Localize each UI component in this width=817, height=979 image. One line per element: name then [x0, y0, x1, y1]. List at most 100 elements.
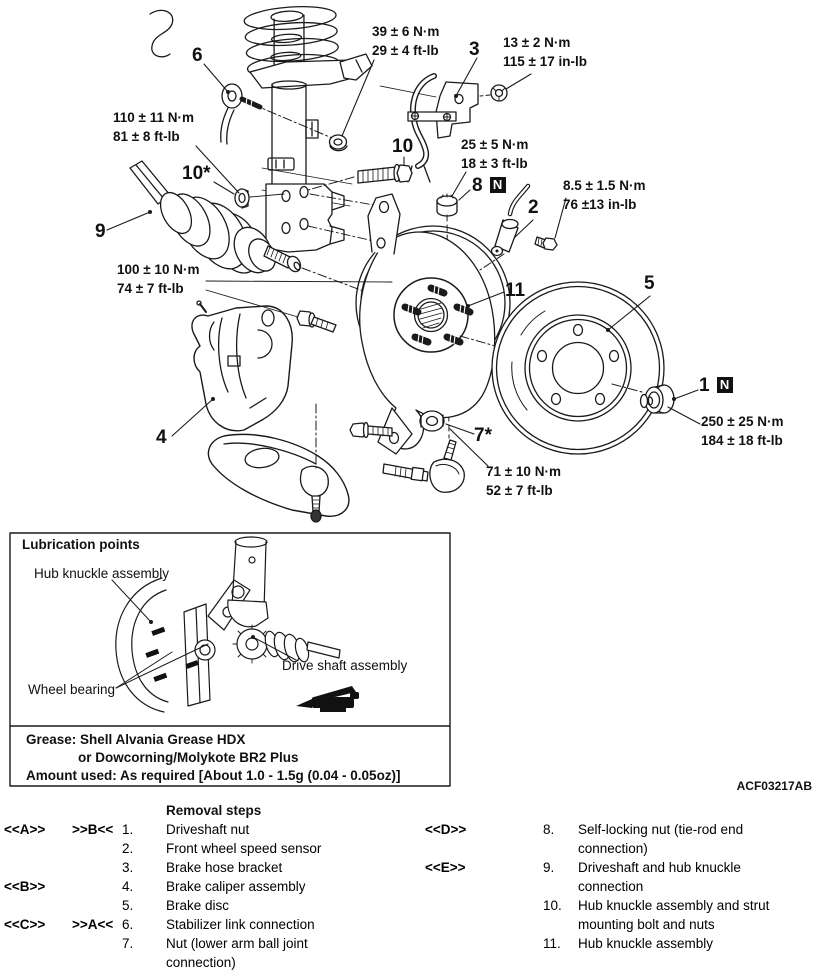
removal-step-row: 10. Hub knuckle assembly and strut [425, 898, 813, 917]
caliper-bolt [205, 280, 393, 333]
wheel-bearing-label: Wheel bearing [28, 682, 116, 697]
step-number: 2. [122, 841, 134, 856]
removal-step-row: 3. Brake hose bracket [4, 860, 404, 879]
callout-10: 10 [392, 136, 414, 157]
callout-10s: 10* [182, 163, 211, 184]
step-number: 6. [122, 917, 134, 932]
removal-step-row: 7. Nut (lower arm ball joint [4, 936, 404, 955]
process-annotation: <<C>> [4, 917, 46, 932]
callout-2: 2 [528, 197, 539, 218]
driveshaft [106, 160, 391, 302]
step-number: 9. [543, 860, 555, 875]
removal-step-row: connection) [425, 841, 813, 860]
callout-4: 4 [156, 427, 167, 448]
removal-step-row: <<C>> >>A<< 6. Stabilizer link connection [4, 917, 404, 936]
driveshaft-nut [639, 384, 701, 425]
removal-step-row: 5.Brake disc [4, 898, 404, 917]
lower-control-arm [207, 403, 350, 523]
step-text-continuation: mounting bolt and nuts [578, 917, 715, 932]
lubrication-title: Lubrication points [22, 537, 140, 552]
step-number: 10. [543, 898, 562, 913]
removal-step-row: <<E>> 9. Driveshaft and hub knuckle [425, 860, 813, 879]
step-number: 5. [122, 898, 134, 913]
ball-joint-nut [419, 410, 489, 467]
step-text: Stabilizer link connection [166, 917, 315, 932]
n-flag: N [489, 177, 506, 193]
strut-mounting-bolt [307, 156, 413, 243]
removal-steps-left-column: <<A>>>>B<<1.Driveshaft nut 2.Front wheel… [4, 822, 404, 974]
lower-arm-bolt [349, 421, 393, 439]
step-text: Driveshaft and hub knuckle [578, 860, 741, 875]
step-text: Front wheel speed sensor [166, 841, 322, 856]
callout-5: 5 [644, 273, 655, 294]
strut-spring-nut [328, 59, 375, 152]
callout-9: 9 [95, 221, 106, 242]
removal-step-row: connection) [4, 955, 404, 974]
wheel-studs [401, 284, 474, 346]
step-text-continuation: connection) [578, 841, 648, 856]
grease-spec-line1: Grease: Shell Alvania Grease HDX [26, 732, 246, 747]
step-text: Brake caliper assembly [166, 879, 306, 894]
step-number: 11. [543, 936, 561, 951]
removal-step-row: 2. Front wheel speed sensor [4, 841, 404, 860]
callout-3: 3 [469, 39, 480, 60]
strut-assembly [249, 53, 373, 253]
step-text: Hub knuckle assembly [578, 936, 714, 951]
process-annotation: <<A>> [4, 822, 46, 837]
step-text: Hub knuckle assembly and strut [578, 898, 770, 913]
process-annotation: <<E>> [425, 860, 466, 875]
brake-caliper [171, 300, 293, 437]
step-text: Nut (lower arm ball joint [166, 936, 308, 951]
process-annotation: <<B>> [4, 879, 46, 894]
removal-step-row: <<B>> 4. Brake caliper assembly [4, 879, 404, 898]
grease-spec-line3: Amount used: As required [About 1.0 - 1.… [26, 768, 401, 783]
hub-knuckle [359, 193, 496, 455]
grease-spec-line2: or Dowcorning/Molykote BR2 Plus [78, 750, 299, 765]
step-text: Self-locking nut (tie-rod end [578, 822, 744, 837]
lubrication-box [9, 532, 451, 787]
speed-sensor [479, 183, 567, 271]
washer-nut-10 [195, 145, 285, 209]
removal-step-row: mounting bolt and nuts [425, 917, 813, 936]
callout-7: 7* [474, 425, 492, 446]
step-number: 4. [122, 879, 134, 894]
process-annotation: >>A<< [72, 917, 114, 932]
brake-hose-bracket [407, 57, 532, 183]
tie-rod-end [382, 439, 465, 493]
removal-step-row: connection [425, 879, 813, 898]
removal-step-row: <<D>> 8. Self-locking nut (tie-rod end [425, 822, 813, 841]
removal-step-row: <<A>>>>B<<1.Driveshaft nut [4, 822, 404, 841]
step-number: 3. [122, 860, 134, 875]
hub-flange [393, 277, 505, 353]
step-number: 8. [543, 822, 555, 837]
cutoff-piece [149, 9, 174, 58]
hub-knuckle-label: Hub knuckle assembly [34, 566, 170, 581]
brake-disc [459, 281, 665, 455]
step-text-continuation: connection [578, 879, 644, 894]
removal-steps-right-column: <<D>> 8. Self-locking nut (tie-rod end con… [425, 822, 813, 955]
lubrication-illustration [111, 536, 359, 713]
step-number: 1. [122, 822, 134, 837]
process-annotation: >>B<< [72, 822, 114, 837]
step-text: Brake hose bracket [166, 860, 283, 875]
n-flag: N [716, 377, 733, 393]
figure-code: ACF03217AB [736, 779, 812, 793]
removal-step-row: 11. Hub knuckle assembly [425, 936, 813, 955]
step-number: 7. [122, 936, 134, 951]
step-text-continuation: connection) [166, 955, 236, 970]
stabilizer-link [203, 63, 333, 145]
process-annotation: <<D>> [425, 822, 467, 837]
drive-shaft-label: Drive shaft assembly [282, 658, 408, 673]
